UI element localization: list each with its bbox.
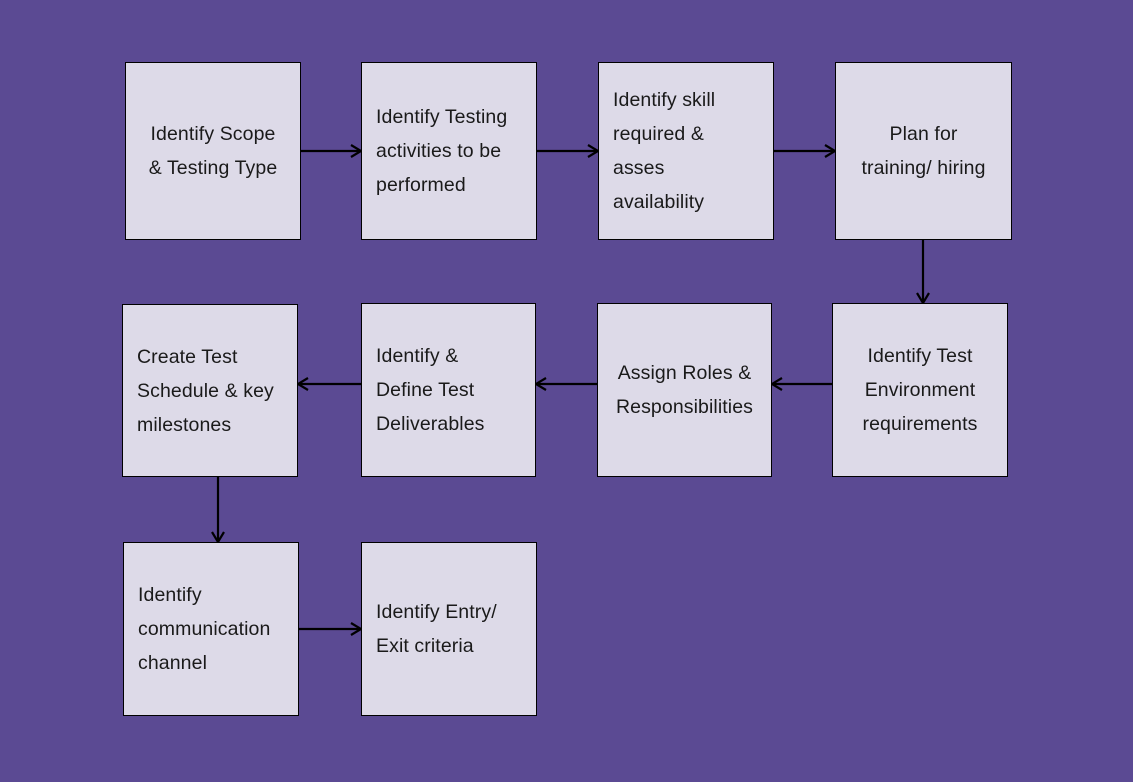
node-plan-for-training-hiring[interactable]: Plan for training/ hiring [835, 62, 1012, 240]
connector-edge-schedule-to-communication [211, 477, 225, 545]
arrow-head-icon [350, 144, 364, 158]
node-label: Identify Testing activities to be perfor… [376, 106, 508, 196]
node-label: Create Test Schedule & key milestones [137, 345, 274, 436]
node-label: Assign Roles & Responsibilities [615, 362, 754, 418]
node-label: Identify Entry/ Exit criteria [376, 601, 497, 657]
arrow-head-icon [587, 144, 601, 158]
connector-edge-communication-to-criteria [299, 622, 364, 636]
arrow-head-icon [211, 531, 225, 545]
connector-edge-scope-to-activities [301, 144, 364, 158]
arrow-head-icon [769, 377, 783, 391]
node-label: Identify & Define Test Deliverables [376, 345, 485, 435]
node-label: Identify skill required & asses availabi… [613, 89, 716, 213]
connector-edge-skill-to-plan [774, 144, 838, 158]
node-identify-define-test-deliverables[interactable]: Identify & Define Test Deliverables [361, 303, 536, 477]
arrow-head-icon [824, 144, 838, 158]
node-label: Plan for training/ hiring [861, 123, 986, 179]
node-create-test-schedule[interactable]: Create Test Schedule & key milestones [122, 304, 298, 477]
node-identify-skill-required[interactable]: Identify skill required & asses availabi… [598, 62, 774, 240]
node-identify-scope-testing-type[interactable]: Identify Scope & Testing Type [125, 62, 301, 240]
connector-edge-deliverables-to-schedule [295, 377, 361, 391]
node-identify-entry-exit-criteria[interactable]: Identify Entry/ Exit criteria [361, 542, 537, 716]
node-identify-communication-channel[interactable]: Identify communication channel [123, 542, 299, 716]
node-identify-testing-activities[interactable]: Identify Testing activities to be perfor… [361, 62, 537, 240]
connector-edge-environment-to-roles [769, 377, 832, 391]
arrow-head-icon [295, 377, 309, 391]
node-label: Identify communication channel [138, 584, 271, 674]
connector-edge-plan-to-environment [916, 240, 930, 306]
node-label: Identify Test Environment requirements [862, 345, 978, 435]
node-label: Identify Scope & Testing Type [148, 123, 278, 179]
arrow-head-icon [533, 377, 547, 391]
node-assign-roles-responsibilities[interactable]: Assign Roles & Responsibilities [597, 303, 772, 477]
arrow-head-icon [916, 292, 930, 306]
connector-edge-roles-to-deliverables [533, 377, 597, 391]
arrow-head-icon [350, 622, 364, 636]
connector-edge-activities-to-skill [537, 144, 601, 158]
node-identify-test-environment-requirements[interactable]: Identify Test Environment requirements [832, 303, 1008, 477]
